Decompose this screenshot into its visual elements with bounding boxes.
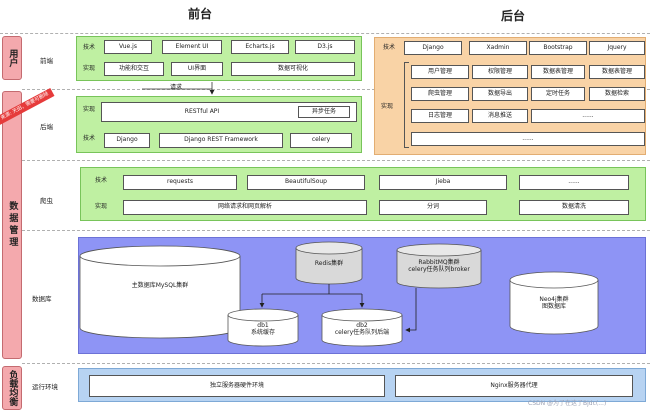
db-neo4j-label: Neo4j集群 图数据库 xyxy=(539,296,569,310)
admin-impl-crawler: 爬虫管理 xyxy=(411,87,469,101)
admin-tech-xadmin: Xadmin xyxy=(469,41,527,55)
runtime-panel: 独立服务器硬件环境 Nginx服务器代理 xyxy=(78,368,646,402)
divider-top xyxy=(0,33,650,34)
admin-panel: 技术 实现 Django Xadmin Bootstrap Jquery 用户管… xyxy=(374,37,646,155)
crawler-tech-more: ...... xyxy=(519,175,629,190)
admin-impl-label: 实现 xyxy=(381,103,394,110)
mysql-cylinder xyxy=(79,245,241,339)
crawler-impl-clean: 数据清洗 xyxy=(519,200,629,215)
backend-tech-label: 技术 xyxy=(83,135,96,142)
backend-async: 异步任务 xyxy=(298,106,350,118)
frontend-impl-ui: UI界面 xyxy=(171,62,223,76)
layer-database: 数据库 xyxy=(32,295,52,303)
frontend-tech-label: 技术 xyxy=(83,44,96,51)
layer-frontend: 前端 xyxy=(40,57,53,65)
frontend-tech-d3: D3.js xyxy=(295,40,355,54)
crawler-tech-jieba: Jieba xyxy=(379,175,507,190)
layer-backend: 后端 xyxy=(40,123,53,131)
admin-impl-message: 消息推送 xyxy=(472,109,528,123)
backend-api: RESTful API xyxy=(184,107,220,115)
crawler-tech-requests: requests xyxy=(123,175,237,190)
backend-tech-celery: celery xyxy=(290,133,352,148)
watermark: CSDN @为了在这了Bjdc(...) xyxy=(528,400,607,407)
crawler-impl-segment: 分词 xyxy=(379,200,487,215)
divider-1 xyxy=(22,89,650,90)
backend-panel: 实现 技术 RESTful API 异步任务 Django Django RES… xyxy=(76,96,362,153)
db-mysql-label: 主数据库MySQL集群 xyxy=(131,281,189,289)
sidebar-balance-label: 负载均衡 xyxy=(7,370,18,406)
crawler-impl-label: 实现 xyxy=(95,203,108,210)
backend-tech-drf: Django REST Framework xyxy=(159,133,283,148)
layer-crawler: 爬虫 xyxy=(40,197,53,205)
db1-cylinder xyxy=(227,308,299,347)
db-redis-label: Redis集群 xyxy=(314,259,344,267)
backend-api-box: RESTful API 异步任务 xyxy=(101,102,357,122)
db2-cylinder xyxy=(321,308,403,347)
frontend-panel: 技术 实现 Vue.js Element UI Echarts.js D3.js… xyxy=(76,36,362,81)
frontend-impl-interaction: 功能和交互 xyxy=(104,62,164,76)
crawler-impl-request: 网络请求和网页解析 xyxy=(123,200,367,215)
admin-impl-bracket xyxy=(404,62,409,148)
admin-tech-label: 技术 xyxy=(383,44,396,51)
admin-tech-jquery: Jquery xyxy=(589,41,645,55)
admin-impl-export: 数据导出 xyxy=(472,87,528,101)
admin-impl-schedule: 定时任务 xyxy=(531,87,585,101)
back-title: 后台 xyxy=(500,8,525,23)
backend-tech-django: Django xyxy=(104,133,150,148)
frontend-tech-echarts: Echarts.js xyxy=(231,40,289,54)
sidebar-user: 用户 xyxy=(2,36,22,80)
admin-tech-bootstrap: Bootstrap xyxy=(529,41,587,55)
admin-impl-more1: ...... xyxy=(531,109,645,123)
rabbit-to-db2 xyxy=(405,288,417,333)
crawler-tech-bs: BeautifulSoup xyxy=(247,175,365,190)
layer-runtime: 运行环境 xyxy=(32,383,58,391)
rabbit-cylinder xyxy=(396,243,482,289)
backend-impl-label: 实现 xyxy=(83,106,96,113)
frontend-tech-vue: Vue.js xyxy=(104,40,152,54)
neo4j-cylinder xyxy=(509,271,599,335)
admin-impl-perm: 权限管理 xyxy=(472,65,528,79)
frontend-impl-visual: 数据可视化 xyxy=(231,62,355,76)
frontend-tech-element: Element UI xyxy=(162,40,222,54)
admin-impl-table2: 数据表管理 xyxy=(589,65,645,79)
sidebar-data: 数据管理 xyxy=(2,91,22,359)
admin-impl-search: 数据检索 xyxy=(589,87,645,101)
divider-2 xyxy=(22,160,650,161)
runtime-nginx: Nginx服务器代理 xyxy=(395,375,633,397)
front-title: 前台 xyxy=(187,6,212,21)
sidebar-data-label: 数据管理 xyxy=(7,201,18,249)
crawler-tech-label: 技术 xyxy=(95,177,108,184)
admin-impl-user: 用户管理 xyxy=(411,65,469,79)
db-rabbit-label: RabbitMQ集群 celery任务队列broker xyxy=(408,259,470,273)
admin-impl-log: 日志管理 xyxy=(411,109,469,123)
db-db1-label: db1 系统缓存 xyxy=(250,322,275,336)
admin-tech-django: Django xyxy=(404,41,462,55)
divider-4 xyxy=(22,363,650,364)
crawler-panel: 技术 实现 requests BeautifulSoup Jieba .....… xyxy=(80,167,646,221)
sidebar-balance: 负载均衡 xyxy=(2,366,22,410)
admin-impl-table1: 数据表管理 xyxy=(531,65,585,79)
db-db2-label: db2 celery任务队列后端 xyxy=(334,322,390,336)
divider-3 xyxy=(22,230,650,231)
admin-impl-more2: ...... xyxy=(411,132,645,146)
sidebar-user-label: 用户 xyxy=(7,49,18,67)
runtime-server: 独立服务器硬件环境 xyxy=(89,375,385,397)
frontend-impl-label: 实现 xyxy=(83,65,96,72)
request-label: 请求 xyxy=(170,84,183,91)
